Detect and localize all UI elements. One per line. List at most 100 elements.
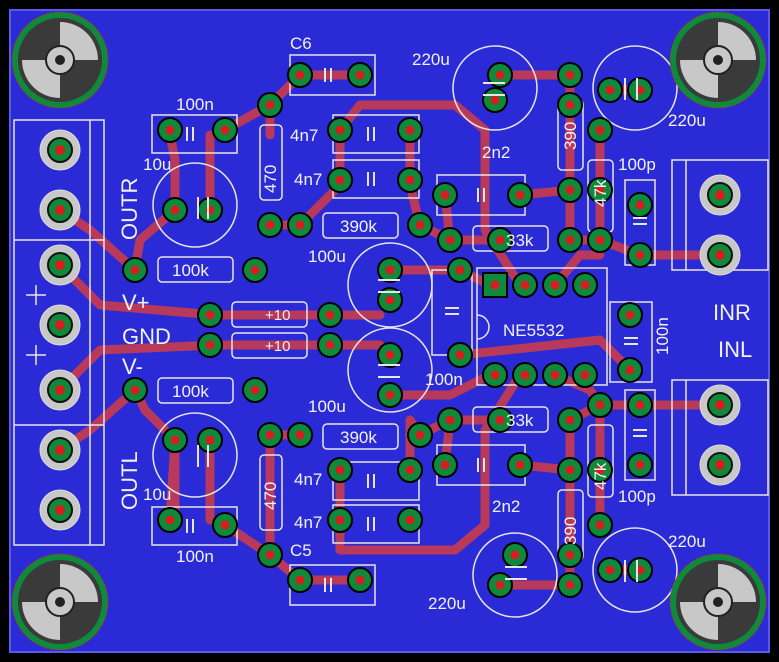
label-4n7-b: 4n7	[294, 170, 322, 189]
drill-hole	[205, 310, 215, 320]
label-10-top: +10	[265, 307, 290, 324]
drill-hole	[565, 100, 575, 110]
cap-symbols	[186, 68, 647, 592]
label-100p-bottom: 100p	[618, 487, 656, 506]
drill-hole	[335, 175, 345, 185]
drill-hole	[335, 125, 345, 135]
label-outr: OUTR	[117, 178, 142, 240]
drill-hole	[385, 265, 395, 275]
terminal-drill	[55, 260, 65, 270]
drill-hole	[405, 125, 415, 135]
label-4n7-c: 4n7	[294, 470, 322, 489]
drill-hole	[220, 520, 230, 530]
drill-hole	[595, 185, 605, 195]
drill-hole	[295, 220, 305, 230]
terminal-drill	[715, 250, 725, 260]
label-vplus: V+	[122, 290, 150, 315]
drill-hole	[520, 370, 530, 380]
label-10-bottom: +10	[265, 338, 290, 355]
drill-hole	[565, 465, 575, 475]
drill-hole	[565, 70, 575, 80]
drill-hole	[220, 125, 230, 135]
label-33k-bottom: 33k	[506, 411, 534, 430]
drill-hole	[325, 340, 335, 350]
drill-hole	[205, 435, 215, 445]
drill-hole	[605, 85, 615, 95]
terminal-drill	[715, 460, 725, 470]
drill-hole	[455, 265, 465, 275]
drill-hole	[440, 190, 450, 200]
ic-outline	[476, 267, 608, 386]
label-c6: C6	[290, 34, 312, 53]
drill-hole	[625, 310, 635, 320]
input-terminal-l-outline	[671, 379, 769, 496]
label-100u-bottom: 100u	[308, 397, 346, 416]
label-47k-top: 47k	[591, 179, 610, 207]
drill-hole	[490, 370, 500, 380]
drill-hole	[205, 340, 215, 350]
label-100k-bottom: 100k	[172, 382, 209, 401]
label-100k-top: 100k	[172, 261, 209, 280]
label-outl: OUTL	[117, 451, 142, 510]
drill-hole	[490, 280, 500, 290]
terminal-block-outline	[13, 119, 105, 546]
label-10u-bottom: 10u	[143, 485, 171, 504]
drill-hole	[495, 235, 505, 245]
label-390-top: 390	[561, 122, 580, 150]
label-100n-mid: 100n	[425, 370, 463, 389]
mounting-holes	[11, 11, 767, 651]
terminal-drill	[55, 145, 65, 155]
drill-hole	[335, 465, 345, 475]
terminal-drill	[715, 400, 725, 410]
terminal-drill	[715, 190, 725, 200]
label-220u-top-left: 220u	[412, 50, 450, 69]
label-47k-bottom: 47k	[591, 462, 610, 490]
drill-hole	[405, 515, 415, 525]
drill-hole	[405, 465, 415, 475]
drill-hole	[385, 350, 395, 360]
label-470-top: 470	[261, 165, 280, 193]
drill-hole	[515, 460, 525, 470]
terminal-drill	[55, 385, 65, 395]
mounting-hole-bottom-right	[669, 553, 767, 651]
drill-hole	[595, 465, 605, 475]
drill-hole	[385, 390, 395, 400]
mounting-hole-top-left	[11, 11, 109, 109]
drill-hole	[385, 295, 395, 305]
drill-hole	[250, 265, 260, 275]
drill-hole	[510, 550, 520, 560]
drill-hole	[595, 235, 605, 245]
drill-hole	[170, 435, 180, 445]
label-2n2-bottom: 2n2	[492, 497, 520, 516]
drill-hole	[445, 235, 455, 245]
drill-hole	[580, 280, 590, 290]
drill-hole	[405, 175, 415, 185]
label-gnd: GND	[122, 324, 171, 349]
drill-hole	[495, 580, 505, 590]
drill-hole	[635, 400, 645, 410]
drill-hole	[565, 415, 575, 425]
drill-hole	[565, 185, 575, 195]
drill-hole	[265, 430, 275, 440]
drill-hole	[595, 400, 605, 410]
drill-hole	[455, 350, 465, 360]
drill-hole	[635, 200, 645, 210]
drill-hole	[515, 190, 525, 200]
terminal-drill	[55, 445, 65, 455]
drill-hole	[325, 310, 335, 320]
drill-hole	[445, 415, 455, 425]
label-220u-top-right: 220u	[668, 111, 706, 130]
drill-hole	[415, 430, 425, 440]
terminal-drill	[55, 205, 65, 215]
label-10u-top: 10u	[143, 155, 171, 174]
label-4n7-a: 4n7	[290, 126, 318, 145]
terminal-drill	[55, 505, 65, 515]
drill-hole	[605, 565, 615, 575]
label-4n7-d: 4n7	[294, 513, 322, 532]
drill-hole	[130, 265, 140, 275]
drill-hole	[295, 70, 305, 80]
drill-hole	[165, 515, 175, 525]
label-390k-bottom: 390k	[340, 428, 377, 447]
drill-hole	[265, 220, 275, 230]
